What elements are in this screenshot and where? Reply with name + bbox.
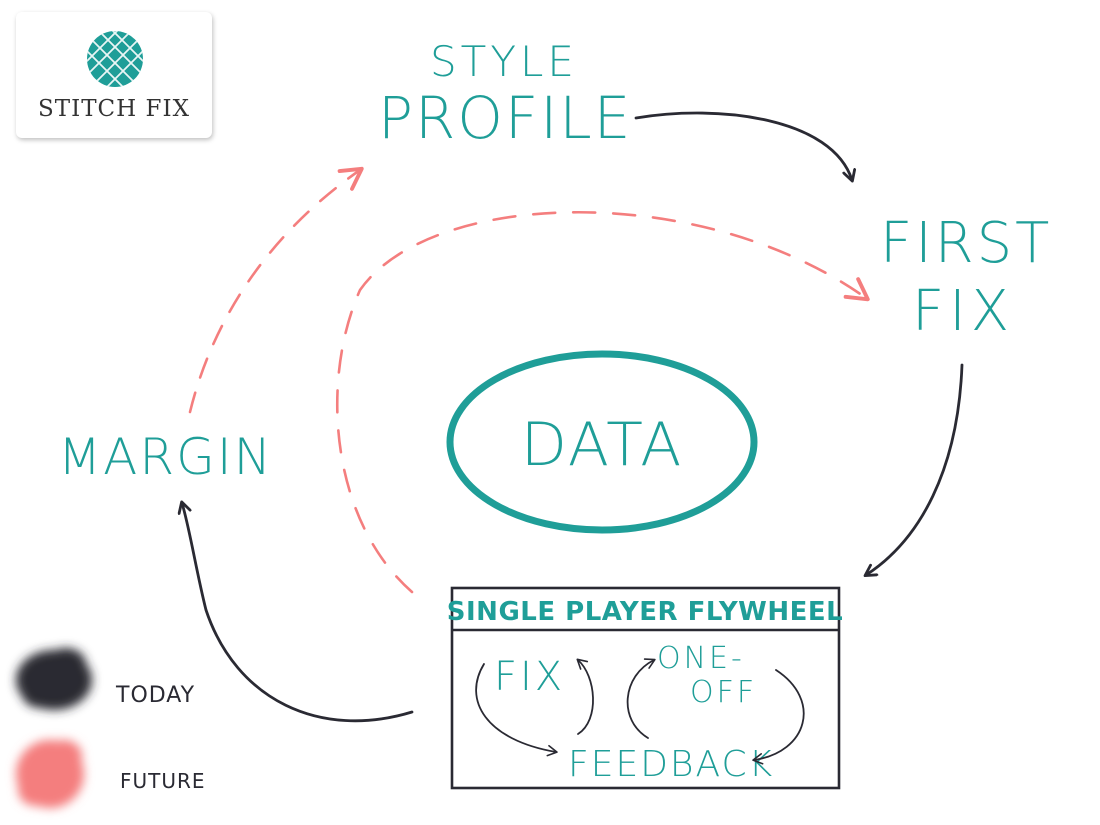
flywheel-fix-label: FIX: [494, 654, 565, 700]
arrow-flywheel-to-margin: [182, 503, 414, 723]
margin-label: MARGIN: [58, 428, 273, 486]
arrow-feedback-to-fix: [576, 658, 594, 735]
data-label: DATA: [521, 410, 684, 480]
flywheel-one-off-label-bottom: OFF: [690, 675, 757, 710]
logo-wordmark: STITCH FIX: [38, 96, 190, 122]
stitch-fix-logo: STITCH FIX: [16, 12, 212, 138]
legend-future-swatch: [16, 740, 84, 808]
future-arrow-flywheel-to-first-fix: [335, 211, 870, 594]
first-fix-label-top: FIRST: [880, 211, 1052, 276]
arrow-one-off-to-feedback: [752, 669, 805, 765]
style-profile-label-top: STYLE: [430, 37, 578, 86]
arrow-style-profile-to-first-fix: [634, 111, 852, 180]
legend-today-label: TODAY: [115, 683, 195, 708]
arrow-first-fix-to-flywheel: [866, 363, 964, 575]
future-arrow-margin-to-style-profile: [188, 166, 364, 414]
arrow-feedback-to-one-off: [626, 658, 656, 739]
flywheel-title: SINGLE PLAYER FLYWHEEL: [447, 597, 843, 627]
data-ellipse: [446, 350, 758, 534]
flywheel-one-off-label-top: ONE-: [657, 641, 745, 676]
legend-future-label: FUTURE: [120, 769, 206, 793]
legend: TODAY FUTURE: [16, 648, 206, 808]
arrow-fix-to-feedback: [475, 663, 558, 757]
style-profile-label-bottom: PROFILE: [378, 84, 632, 152]
stitch-fix-logo-icon: [87, 31, 143, 87]
legend-today-swatch: [16, 648, 92, 710]
flywheel-feedback-label: FEEDBACK: [568, 744, 774, 785]
first-fix-label-bottom: FIX: [912, 279, 1014, 344]
